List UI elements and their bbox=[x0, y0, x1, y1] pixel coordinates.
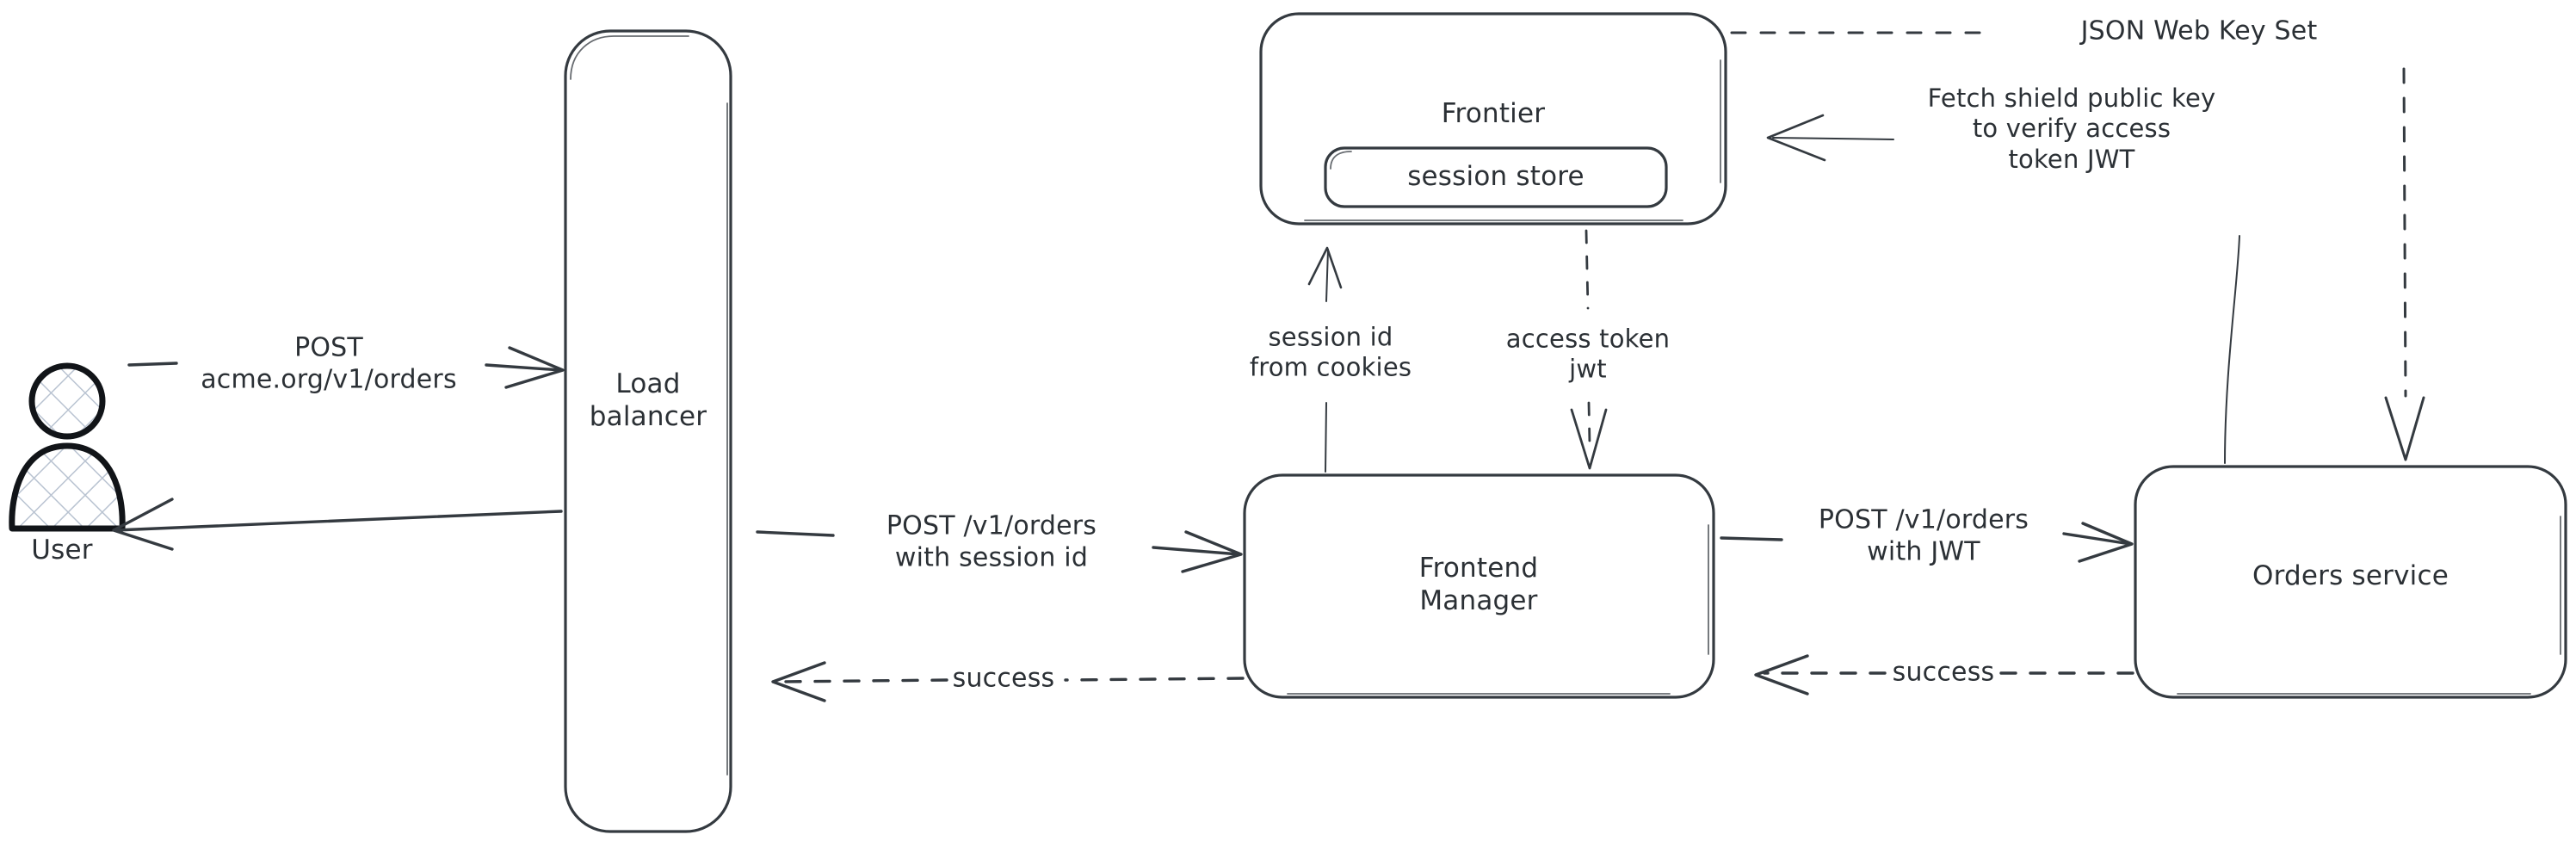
node-session-store bbox=[1324, 146, 1668, 208]
edge-label-frontier-to-orders-service: JSON Web Key Set bbox=[2080, 15, 2318, 46]
node-label-session-store: session store bbox=[1407, 161, 1585, 193]
node-label-frontier: Frontier bbox=[1441, 98, 1546, 130]
edge-frontend-manager-to-orders-service bbox=[1720, 522, 2134, 563]
edge-orders-service-to-frontier bbox=[1766, 114, 2240, 464]
edge-label-frontend-manager-to-frontier: session id from cookies bbox=[1249, 322, 1412, 382]
edge-label-frontend-manager-to-load-balancer: success bbox=[952, 663, 1055, 694]
edge-load-balancer-to-frontend-manager bbox=[756, 530, 1243, 573]
node-label-user: User bbox=[31, 535, 93, 566]
edge-frontier-to-orders-service bbox=[1730, 31, 2425, 461]
edge-orders-service-to-frontend-manager bbox=[1754, 654, 2134, 696]
node-frontend-manager[interactable] bbox=[1243, 473, 1715, 699]
node-label-orders-service: Orders service bbox=[2252, 560, 2449, 592]
node-frontier[interactable] bbox=[1259, 12, 1727, 226]
edge-load-balancer-to-user bbox=[112, 498, 563, 551]
node-label-frontend-manager: Frontend Manager bbox=[1418, 553, 1539, 616]
node-orders-service[interactable] bbox=[2134, 465, 2567, 699]
user-icon bbox=[9, 362, 126, 532]
edge-label-load-balancer-to-frontend-manager: POST /v1/orders with session id bbox=[886, 510, 1097, 572]
edge-frontend-manager-to-frontier bbox=[1307, 246, 1343, 473]
edge-frontend-manager-to-load-balancer bbox=[771, 661, 1245, 702]
edge-label-frontend-manager-to-orders-service: POST /v1/orders with JWT bbox=[1818, 504, 2029, 566]
edge-label-orders-service-to-frontier: Fetch shield public key to verify access… bbox=[1927, 83, 2216, 174]
edge-label-orders-service-to-frontend-manager: success bbox=[1892, 657, 1995, 688]
node-load-balancer[interactable] bbox=[564, 29, 732, 833]
edge-frontier-to-frontend-manager bbox=[1570, 229, 1608, 470]
edge-user-to-load-balancer bbox=[127, 346, 565, 389]
node-label-load-balancer: Load balancer bbox=[589, 368, 707, 432]
edge-label-user-to-load-balancer: POST acme.org/v1/orders bbox=[201, 332, 457, 394]
edge-label-frontier-to-frontend-manager: access token jwt bbox=[1505, 324, 1671, 384]
